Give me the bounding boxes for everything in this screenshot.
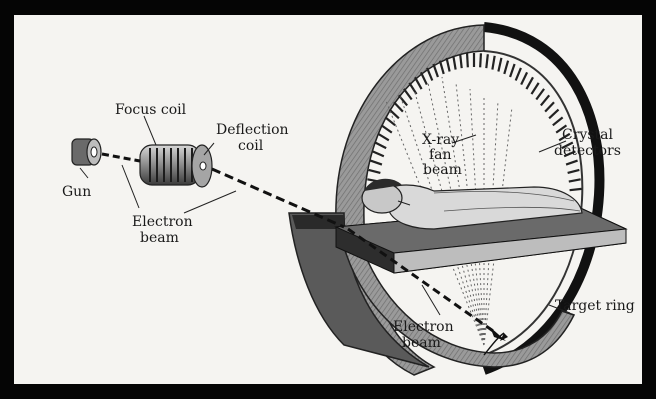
label-electron-beam-bottom-line1: Electron [393, 319, 454, 335]
label-deflection-coil-line1: Deflection [216, 122, 289, 138]
label-xray-line1: X-ray [422, 132, 459, 148]
ebct-diagram: Focus coil Deflection coil Gun Electron … [14, 15, 642, 384]
label-gun: Gun [62, 184, 91, 200]
label-target-ring: Target ring [555, 298, 635, 314]
label-deflection-coil-line2: coil [238, 138, 264, 154]
label-electron-beam-left-line1: Electron [132, 214, 193, 230]
label-xray-line3: beam [423, 162, 462, 178]
label-focus-coil: Focus coil [115, 102, 187, 118]
deflection-coil [192, 145, 212, 187]
electron-gun [72, 139, 101, 165]
label-crystal-line1: Crystal [562, 127, 613, 143]
label-xray-line2: fan [429, 147, 452, 163]
diagram-canvas: Focus coil Deflection coil Gun Electron … [14, 15, 642, 384]
focus-coil [140, 145, 200, 185]
label-electron-beam-bottom-line2: beam [402, 335, 441, 351]
label-crystal-line2: detectors [554, 143, 621, 159]
label-electron-beam-left-line2: beam [140, 230, 179, 246]
